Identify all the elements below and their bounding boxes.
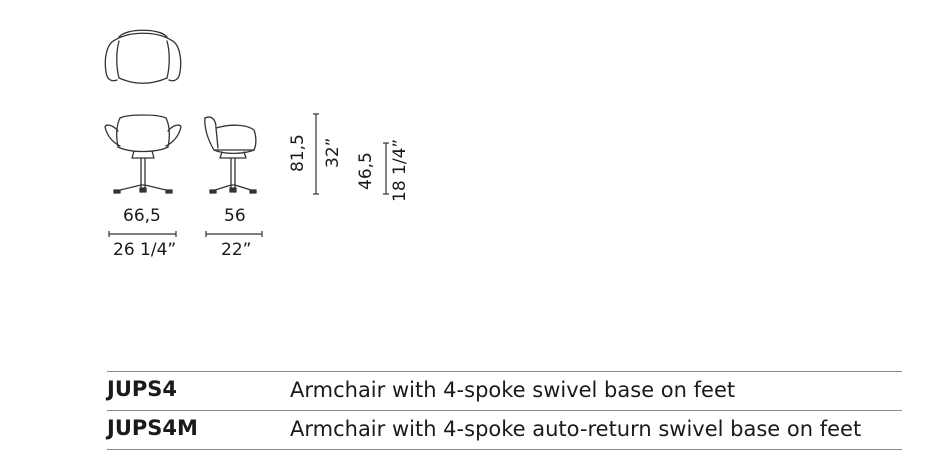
width-in-label: 26 1/4” <box>113 240 177 260</box>
depth-dimension-line <box>205 231 263 237</box>
product-row: JUPS4 Armchair with 4-spoke swivel base … <box>107 371 902 410</box>
product-description: Armchair with 4-spoke auto-return swivel… <box>290 417 862 441</box>
seat-height-cm-label: 46,5 <box>356 152 376 190</box>
product-list: JUPS4 Armchair with 4-spoke swivel base … <box>107 371 902 450</box>
seat-height-in-label: 18 1/4” <box>390 138 410 202</box>
chair-side-view <box>204 116 257 194</box>
product-code: JUPS4M <box>107 416 198 440</box>
width-cm-label: 66,5 <box>123 206 161 226</box>
depth-cm-label: 56 <box>224 206 246 226</box>
chair-top-view <box>104 29 182 84</box>
height-dimension-line <box>313 113 319 195</box>
product-description: Armchair with 4-spoke swivel base on fee… <box>290 378 736 402</box>
chair-front-view <box>104 114 182 194</box>
height-cm-label: 81,5 <box>288 134 308 172</box>
product-code: JUPS4 <box>107 377 177 401</box>
technical-drawing <box>104 29 389 237</box>
height-in-label: 32” <box>323 137 343 168</box>
product-row: JUPS4M Armchair with 4-spoke auto-return… <box>107 410 902 450</box>
seat-height-dimension-line <box>383 142 389 195</box>
depth-in-label: 22” <box>221 240 252 260</box>
width-dimension-line <box>108 231 177 237</box>
